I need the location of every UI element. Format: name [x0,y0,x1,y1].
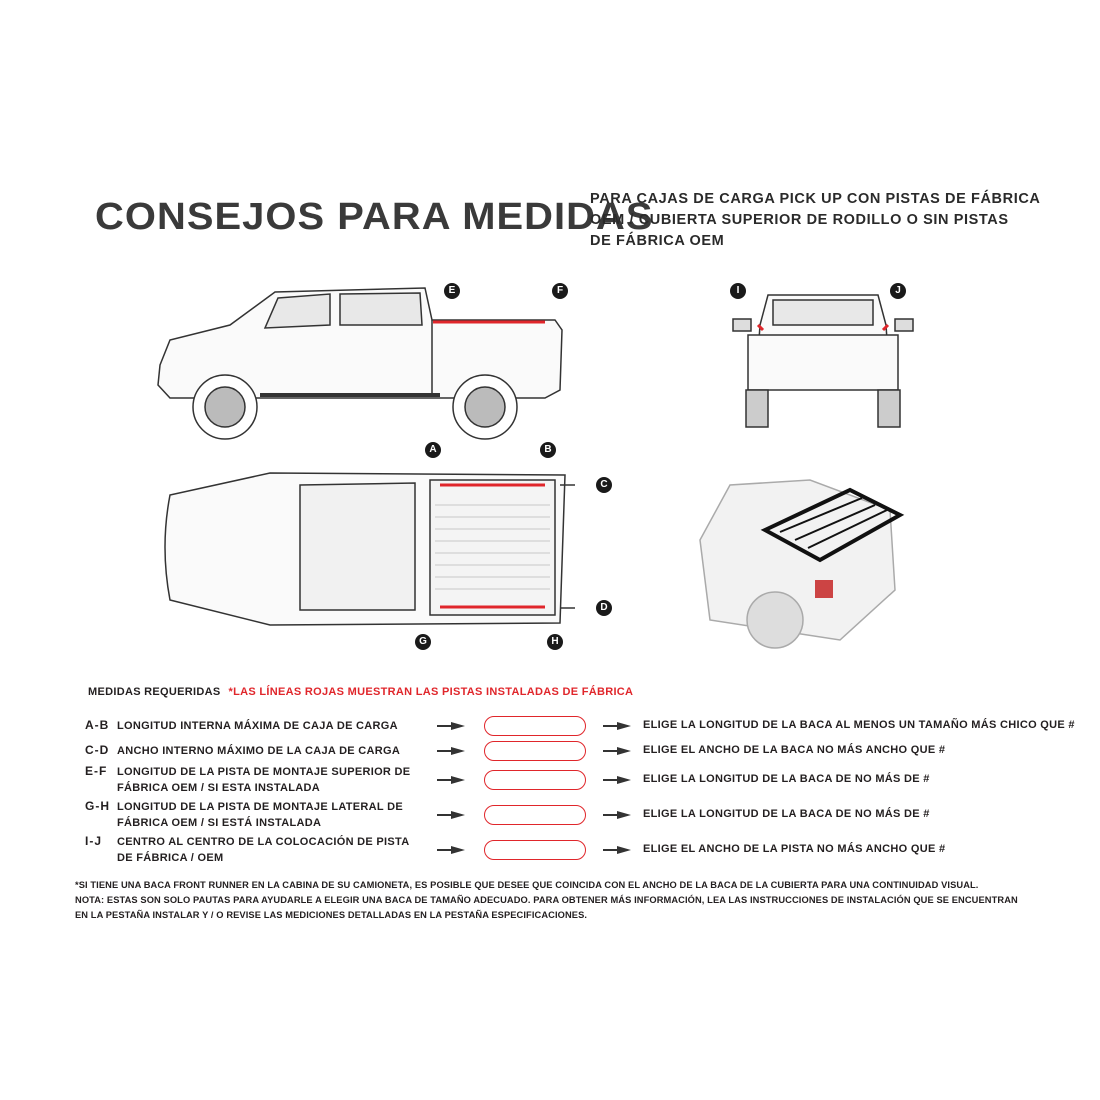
note-line: EN LA PESTAÑA INSTALAR Y / O REVISE LAS … [75,910,588,920]
arrow-right-icon [603,747,631,755]
marker-e: E [444,283,460,299]
subtitle-line: PARA CAJAS DE CARGA PICK UP CON PISTAS D… [590,191,1041,207]
row-code: G-H [85,799,110,813]
arrow-right-icon [437,846,465,854]
notes: *SI TIENE UNA BACA FRONT RUNNER EN LA CA… [75,878,1035,923]
measurement-input[interactable] [484,840,586,860]
row-description: LONGITUD DE LA PISTA DE MONTAJE LATERAL … [117,801,403,829]
arrow-right-icon [437,747,465,755]
measurement-input[interactable] [484,741,586,761]
truck-top-view [164,472,575,626]
marker-g: G [415,634,431,650]
page-subtitle: PARA CAJAS DE CARGA PICK UP CON PISTAS D… [590,189,1040,252]
marker-j: J [890,283,906,299]
row-result: ELIGE LA LONGITUD DE LA BACA DE NO MÁS D… [643,773,930,785]
truck-side-view [157,287,563,440]
arrow-right-icon [437,811,465,819]
row-code: A-B [85,718,110,732]
arrow-right-icon [603,776,631,784]
row-code: I-J [85,834,103,848]
marker-d: D [596,600,612,616]
truck-rear-view [732,294,914,428]
table-heading: MEDIDAS REQUERIDAS *LAS LÍNEAS ROJAS MUES… [88,686,633,698]
row-description: ANCHO INTERNO MÁXIMO DE LA CAJA DE CARGA [117,745,401,757]
row-code: C-D [85,743,110,757]
row-description: LONGITUD DE LA PISTA DE MONTAJE SUPERIOR… [117,766,411,794]
subtitle-line: OEM / CUBIERTA SUPERIOR DE RODILLO O SIN… [590,212,1009,228]
truck-with-rack-photo [699,479,905,649]
row-result: ELIGE EL ANCHO DE LA PISTA NO MÁS ANCHO … [643,843,946,855]
arrow-right-icon [437,776,465,784]
marker-i: I [730,283,746,299]
arrow-right-icon [603,722,631,730]
note-line: *SI TIENE UNA BACA FRONT RUNNER EN LA CA… [75,880,979,890]
subtitle-line: DE FÁBRICA OEM [590,233,725,249]
row-result: ELIGE LA LONGITUD DE LA BACA DE NO MÁS D… [643,808,930,820]
arrow-right-icon [603,846,631,854]
marker-a: A [425,442,441,458]
heading-label: MEDIDAS REQUERIDAS [88,686,221,698]
page-title: CONSEJOS PARA MEDIDAS [95,196,654,238]
marker-c: C [596,477,612,493]
measurement-input[interactable] [484,716,586,736]
row-result: ELIGE LA LONGITUD DE LA BACA AL MENOS UN… [643,719,1075,731]
marker-f: F [552,283,568,299]
marker-h: H [547,634,563,650]
row-code: E-F [85,764,108,778]
row-description: CENTRO AL CENTRO DE LA COLOCACIÓN DE PIS… [117,836,410,864]
arrow-right-icon [603,811,631,819]
measurement-input[interactable] [484,805,586,825]
marker-b: B [540,442,556,458]
row-description: LONGITUD INTERNA MÁXIMA DE CAJA DE CARGA [117,720,398,732]
heading-note: *LAS LÍNEAS ROJAS MUESTRAN LAS PISTAS IN… [228,686,634,698]
row-result: ELIGE EL ANCHO DE LA BACA NO MÁS ANCHO Q… [643,744,946,756]
measurement-input[interactable] [484,770,586,790]
arrow-right-icon [437,722,465,730]
note-line: NOTA: ESTAS SON SOLO PAUTAS PARA AYUDARL… [75,895,1018,905]
